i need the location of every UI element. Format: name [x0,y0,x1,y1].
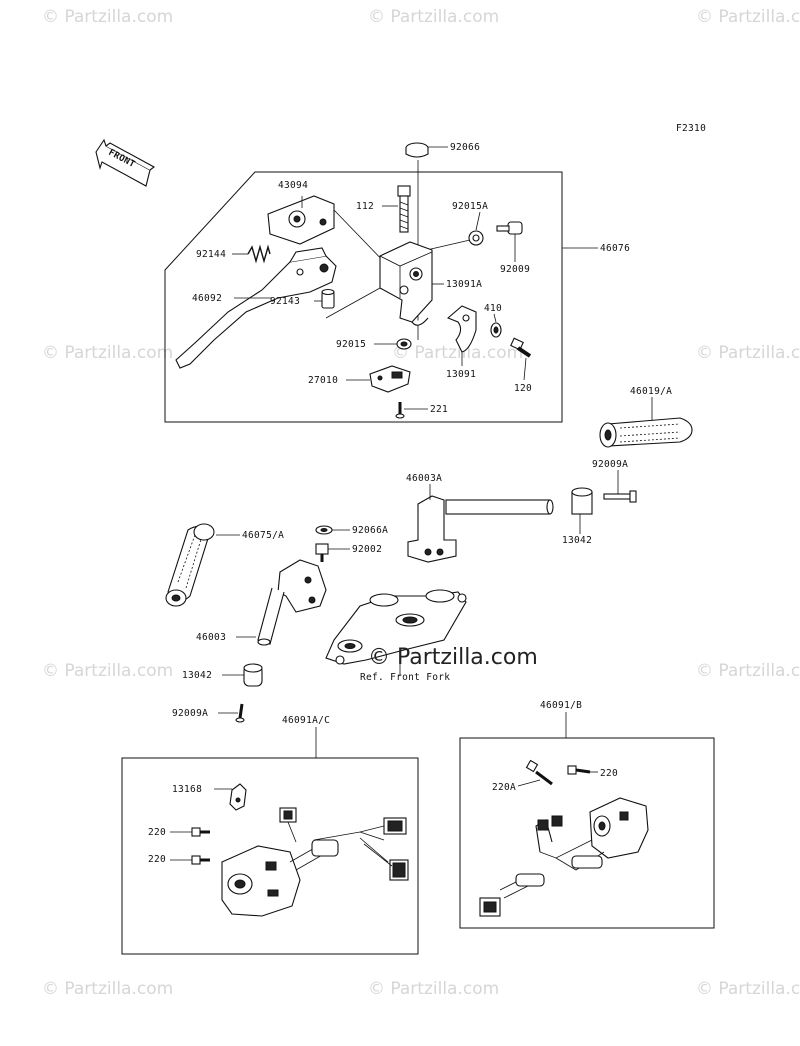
watermark: © Partzilla.com [42,661,173,681]
label-410: 410 [484,303,502,314]
label-46075A: 46075/A [242,530,284,541]
watermark: © Partzilla.com [368,979,499,999]
label-13091A: 13091A [446,279,482,290]
part-220A [525,759,553,786]
assembly-box-46076 [164,171,563,423]
part-92066A [315,525,333,535]
assembly-box-46091B [459,737,715,929]
label-46003A: 46003A [406,473,442,484]
site-credit: © Partzilla.com [368,645,538,670]
label-220-c: 220 [600,768,618,779]
label-220A: 220A [492,782,516,793]
watermark-layer: © Partzilla.com © Partzilla.com © Partzi… [42,7,800,999]
assembly-box-46091AC [121,757,419,955]
watermark: © Partzilla.com [696,979,800,999]
label-92144: 92144 [196,249,226,260]
part-92009A-right [603,490,637,503]
label-92015A: 92015A [452,201,488,212]
label-46091AC: 46091A/C [282,715,330,726]
label-46076: 46076 [600,243,630,254]
part-46003A [407,495,554,563]
label-27010: 27010 [308,375,338,386]
label-92015: 92015 [336,339,366,350]
watermark: © Partzilla.com [42,7,173,27]
label-220-b: 220 [148,854,166,865]
label-13042-right: 13042 [562,535,592,546]
part-43094 [267,195,335,245]
part-221 [395,402,405,419]
part-92143 [321,288,335,309]
part-46075A [165,523,215,607]
part-92015 [396,338,412,350]
part-27010 [369,365,411,393]
diagram-code: F2310 [676,123,706,134]
part-120 [510,337,532,358]
label-46091B: 46091/B [540,700,582,711]
watermark: © Partzilla.com [42,343,173,363]
label-43094: 43094 [278,180,308,191]
front-arrow-icon: FRONT [95,138,156,187]
label-92009: 92009 [500,264,530,275]
part-92144 [247,244,271,264]
part-220-a [191,827,210,837]
label-92066A: 92066A [352,525,388,536]
watermark: © Partzilla.com [696,661,800,681]
label-221: 221 [430,404,448,415]
part-112 [397,185,411,233]
part-92002 [315,543,329,562]
label-120: 120 [514,383,532,394]
part-410 [490,322,502,338]
part-steering-stem-head [325,589,467,676]
part-46003 [257,559,327,646]
label-13091: 13091 [446,369,476,380]
label-92066: 92066 [450,142,480,153]
ref-front-fork-note: Ref. Front Fork [360,672,450,683]
label-92009A-left: 92009A [172,708,208,719]
part-13042-left [243,663,263,687]
label-13168: 13168 [172,784,202,795]
part-13091 [446,305,477,353]
part-220-b [191,855,210,865]
part-46019A [599,417,693,448]
part-92009 [496,221,523,235]
label-92143: 92143 [270,296,300,307]
watermark: © Partzilla.com [42,979,173,999]
watermark: © Partzilla.com [392,343,523,363]
part-13042-right [571,487,593,515]
part-13168 [229,783,247,811]
part-92009A-left [235,703,245,723]
watermark: © Partzilla.com [696,343,800,363]
part-92015A [468,230,484,246]
label-92002: 92002 [352,544,382,555]
label-46003: 46003 [196,632,226,643]
label-220-a: 220 [148,827,166,838]
part-left-switch-housing [221,807,409,917]
watermark: © Partzilla.com [368,7,499,27]
part-right-switch-housing [479,797,649,917]
label-46019A: 46019/A [630,386,672,397]
label-112: 112 [356,201,374,212]
label-13042-left: 13042 [182,670,212,681]
label-92009A-right: 92009A [592,459,628,470]
watermark: © Partzilla.com [696,7,800,27]
part-220-c [567,765,591,775]
label-46092: 46092 [192,293,222,304]
part-13091A [379,241,433,326]
part-46092 [175,247,337,369]
